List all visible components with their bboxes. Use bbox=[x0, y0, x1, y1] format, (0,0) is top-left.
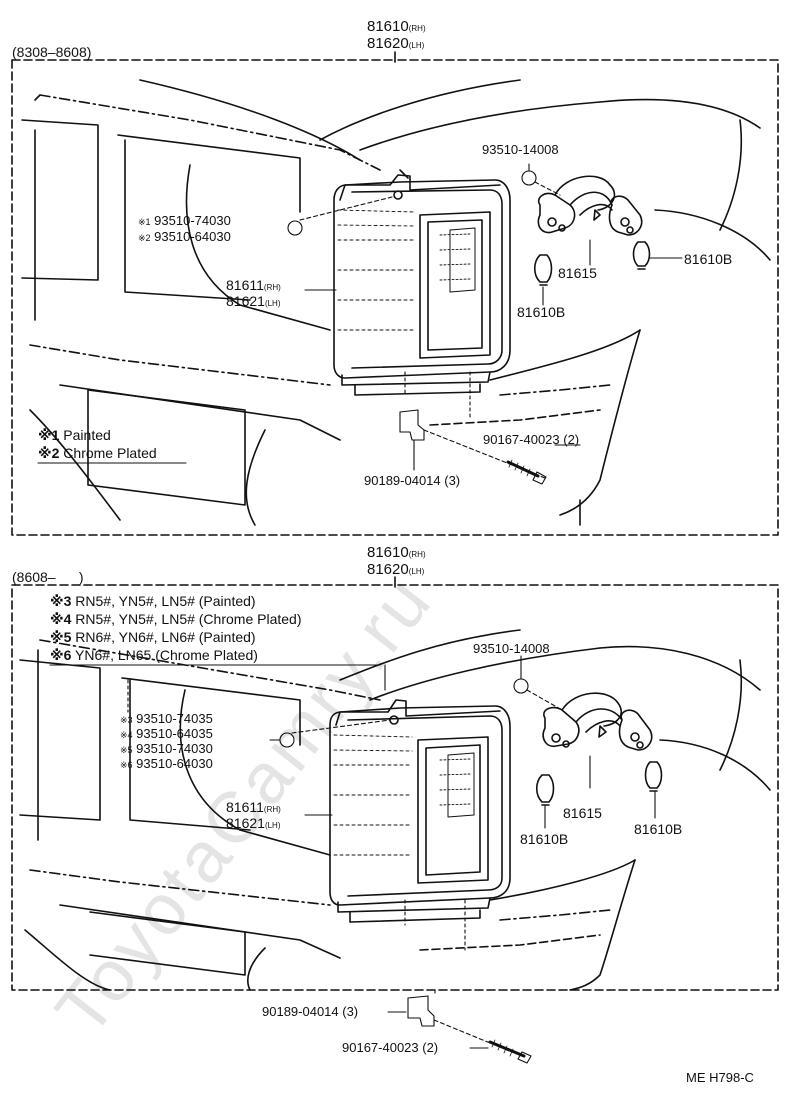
bottom-note-3: ※3 RN5#, YN5#, LN5# (Painted) bbox=[50, 594, 256, 609]
top-assembly-lh: 81620(LH) bbox=[367, 36, 424, 54]
bottom-note-6-mark: ※6 bbox=[50, 647, 72, 663]
top-screw-side-1-mark: ※1 bbox=[138, 217, 151, 227]
top-lens-rh-suffix: (RH) bbox=[263, 283, 281, 292]
bottom-lens-rh-number: 81611 bbox=[226, 799, 264, 815]
top-assembly-rh-number: 81610 bbox=[367, 18, 409, 35]
bottom-car-body bbox=[19, 629, 771, 991]
bottom-note-6: ※6 YN6#, LN65 (Chrome Plated) bbox=[50, 648, 258, 663]
bottom-leaders bbox=[49, 655, 656, 1064]
bottom-assembly-lh-number: 81620 bbox=[367, 561, 409, 578]
bottom-note-5-mark: ※5 bbox=[50, 629, 72, 645]
top-screw-side-1: ※1 93510-74030 bbox=[138, 214, 231, 229]
top-lens-rh: 81611(RH) bbox=[226, 278, 281, 295]
top-screw-top-label: 93510-14008 bbox=[482, 142, 559, 157]
top-lamp-assembly bbox=[333, 169, 511, 396]
bottom-screw-5: ※5 93510-74030 bbox=[120, 742, 213, 757]
bottom-socket-bulbs bbox=[535, 692, 663, 806]
bottom-bulb-b-label: 81610B bbox=[634, 821, 683, 837]
top-screw-side-2-number: 93510-64030 bbox=[154, 229, 231, 244]
top-legend-2-text: Chrome Plated bbox=[63, 445, 157, 461]
bottom-note-5: ※5 RN6#, YN6#, LN6# (Painted) bbox=[50, 630, 256, 645]
bottom-screw-3: ※3 93510-74035 bbox=[120, 712, 213, 727]
top-lens-lh-suffix: (LH) bbox=[264, 299, 281, 308]
top-bolt-label: 90167-40023 (2) bbox=[483, 432, 580, 447]
top-legend-1-text: Painted bbox=[63, 427, 111, 443]
bottom-lens-lh-number: 81621 bbox=[226, 815, 265, 831]
top-screw-side-2: ※2 93510-64030 bbox=[138, 230, 231, 245]
bottom-screw-3-mark: ※3 bbox=[120, 715, 133, 725]
bottom-bolt-label: 90167-40023 (2) bbox=[342, 1040, 439, 1055]
top-socket-bulbs bbox=[533, 175, 651, 286]
bottom-note-3-text: RN5#, YN5#, LN5# (Painted) bbox=[75, 593, 256, 609]
top-screw-side-2-mark: ※2 bbox=[138, 233, 151, 243]
top-assembly-lh-suffix: (LH) bbox=[408, 41, 425, 50]
bottom-lens-lh-suffix: (LH) bbox=[264, 821, 281, 830]
bottom-assembly-lh: 81620(LH) bbox=[367, 562, 424, 580]
bottom-note-4-text: RN5#, YN5#, LN5# (Chrome Plated) bbox=[75, 611, 302, 627]
bottom-note-4: ※4 RN5#, YN5#, LN5# (Chrome Plated) bbox=[50, 612, 301, 627]
bottom-screw-5-mark: ※5 bbox=[120, 745, 133, 755]
top-lens-rh-number: 81611 bbox=[226, 277, 264, 293]
top-legend-1-mark: ※1 bbox=[38, 427, 60, 443]
top-bulb-a-label: 81610B bbox=[517, 304, 566, 320]
bottom-assembly-rh-suffix: (RH) bbox=[408, 550, 426, 559]
bottom-bulb-a-label: 81610B bbox=[520, 831, 569, 847]
bottom-screw-4-number: 93510-64035 bbox=[136, 726, 213, 741]
bottom-lens-rh: 81611(RH) bbox=[226, 800, 281, 817]
top-car-body bbox=[21, 79, 771, 526]
bottom-screw-4: ※4 93510-64035 bbox=[120, 727, 213, 742]
top-screw-side-1-number: 93510-74030 bbox=[154, 213, 231, 228]
footer-diagram-code: ME H798-C bbox=[686, 1070, 754, 1085]
bottom-panel-frame bbox=[11, 576, 779, 991]
top-lens-lh: 81621(LH) bbox=[226, 294, 281, 311]
bottom-note-4-mark: ※4 bbox=[50, 611, 72, 627]
bottom-screw-5-number: 93510-74030 bbox=[136, 741, 213, 756]
top-lens-lh-number: 81621 bbox=[226, 293, 265, 309]
top-legend-2-mark: ※2 bbox=[38, 445, 60, 461]
bottom-screw-6: ※6 93510-64030 bbox=[120, 757, 213, 772]
top-socket-label: 81615 bbox=[558, 265, 597, 281]
bottom-nut-label: 90189-04014 (3) bbox=[262, 1004, 359, 1019]
bottom-screw-6-mark: ※6 bbox=[120, 760, 133, 770]
bottom-date-range: (8608– ) bbox=[12, 569, 84, 585]
bottom-screw-4-mark: ※4 bbox=[120, 730, 133, 740]
bottom-screw-3-number: 93510-74035 bbox=[136, 711, 213, 726]
top-nut-label: 90189-04014 (3) bbox=[364, 473, 461, 488]
bottom-lamp-assembly bbox=[329, 699, 511, 923]
bottom-socket-label: 81615 bbox=[563, 805, 602, 821]
bottom-assembly-lh-suffix: (LH) bbox=[408, 567, 425, 576]
bottom-screw-6-number: 93510-64030 bbox=[136, 756, 213, 771]
top-date-range: (8308–8608) bbox=[12, 44, 92, 60]
top-assembly-lh-number: 81620 bbox=[367, 35, 409, 52]
top-assembly-rh: 81610(RH) bbox=[367, 19, 426, 37]
bottom-assembly-rh: 81610(RH) bbox=[367, 545, 426, 563]
top-assembly-rh-suffix: (RH) bbox=[408, 24, 426, 33]
bottom-screw-top-label: 93510-14008 bbox=[473, 641, 550, 656]
top-bulb-b-label: 81610B bbox=[684, 251, 733, 267]
bottom-note-6-text: YN6#, LN65 (Chrome Plated) bbox=[75, 647, 258, 663]
top-legend-painted: ※1 Painted bbox=[38, 428, 111, 443]
bottom-note-3-mark: ※3 bbox=[50, 593, 72, 609]
top-legend-chrome: ※2 Chrome Plated bbox=[38, 446, 157, 461]
bottom-assembly-rh-number: 81610 bbox=[367, 544, 409, 561]
bottom-note-5-text: RN6#, YN6#, LN6# (Painted) bbox=[75, 629, 256, 645]
bottom-lens-lh: 81621(LH) bbox=[226, 816, 281, 833]
top-leaders bbox=[37, 59, 683, 485]
bottom-lens-rh-suffix: (RH) bbox=[263, 805, 281, 814]
